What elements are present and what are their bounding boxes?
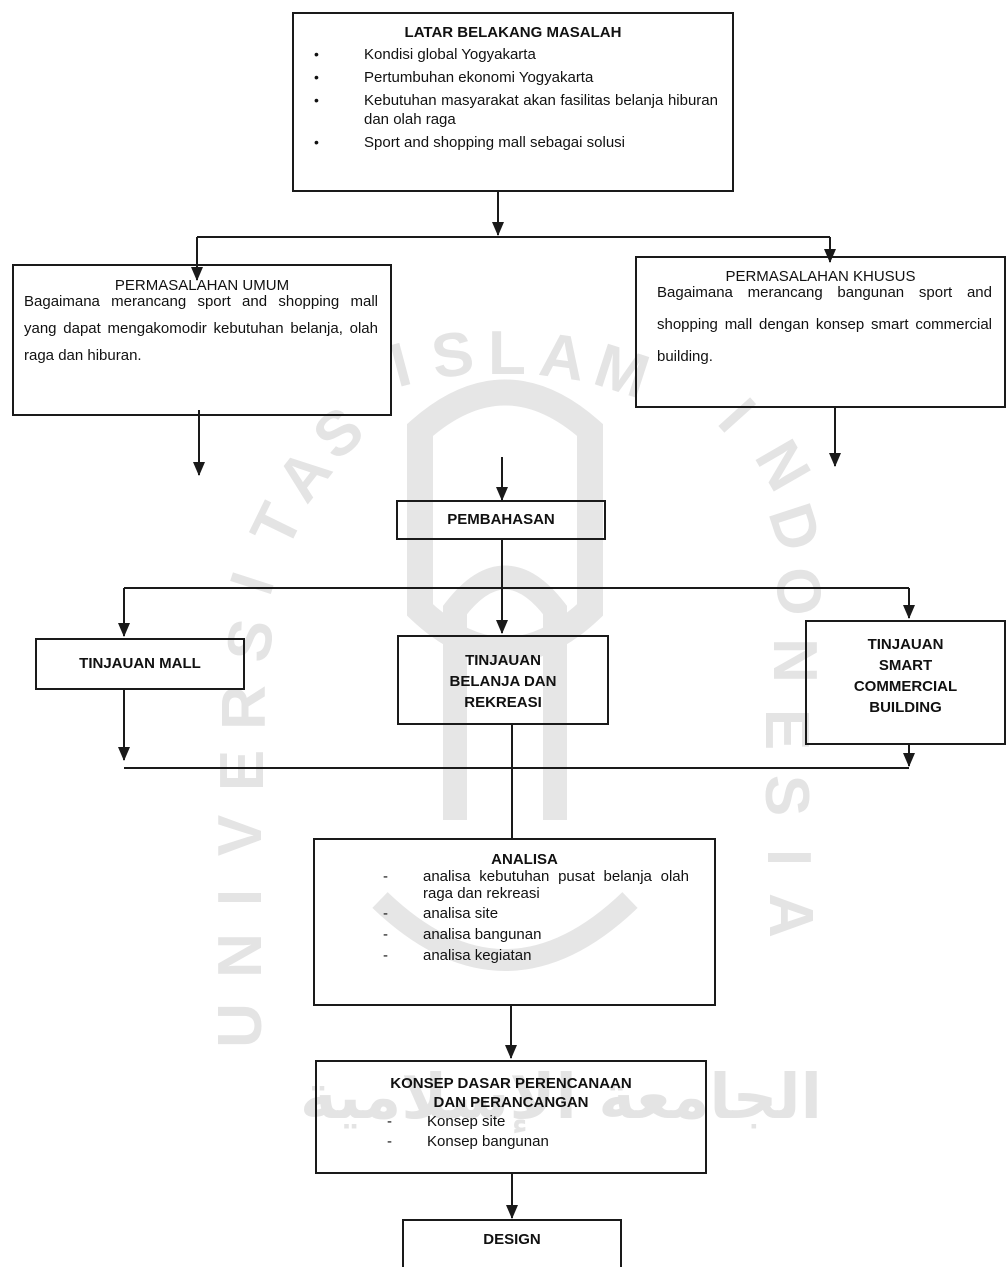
analisa-title: ANALISA xyxy=(491,851,558,868)
konsep-dasar-box: KONSEP DASAR PERENCANAAN DAN PERANCANGAN… xyxy=(315,1060,707,1174)
tinjauan-smart-box: TINJAUAN SMART COMMERCIAL BUILDING xyxy=(805,620,1006,745)
latar-belakang-box: LATAR BELAKANG MASALAH Kondisi global Yo… xyxy=(292,12,734,192)
permasalahan-khusus-title: PERMASALAHAN KHUSUS xyxy=(725,268,916,285)
permasalahan-umum-text: Bagaimana merancang sport and shopping m… xyxy=(24,293,378,364)
tinjauan-mall-box: TINJAUAN MALL xyxy=(35,638,245,690)
list-item: analisa bangunan xyxy=(383,925,689,944)
permasalahan-khusus-box: PERMASALAHAN KHUSUS Bagaimana merancang … xyxy=(635,256,1006,408)
konsep-dasar-line1: KONSEP DASAR PERENCANAAN xyxy=(390,1075,632,1092)
list-item: Pertumbuhan ekonomi Yogyakarta xyxy=(294,68,718,87)
list-item: analisa site xyxy=(383,904,689,923)
list-item: Kondisi global Yogyakarta xyxy=(294,45,718,64)
latar-belakang-list: Kondisi global Yogyakarta Pertumbuhan ek… xyxy=(294,45,732,152)
permasalahan-umum-box: PERMASALAHAN UMUM Bagaimana merancang sp… xyxy=(12,264,392,416)
analisa-list: analisa kebutuhan pusat belanja olah rag… xyxy=(383,868,689,965)
design-box: DESIGN xyxy=(402,1219,622,1267)
tinjauan-belanja-line3: REKREASI xyxy=(464,694,542,711)
list-item: Konsep site xyxy=(387,1112,705,1132)
tinjauan-mall-title: TINJAUAN MALL xyxy=(79,655,201,672)
list-item: analisa kegiatan xyxy=(383,946,689,965)
tinjauan-smart-line3: COMMERCIAL xyxy=(853,678,958,695)
tinjauan-belanja-box: TINJAUAN BELANJA DAN REKREASI xyxy=(397,635,609,725)
tinjauan-belanja-line1: TINJAUAN xyxy=(465,652,541,669)
list-item: Sport and shopping mall sebagai solusi xyxy=(294,133,718,152)
list-item: analisa kebutuhan pusat belanja olah rag… xyxy=(383,868,689,902)
permasalahan-khusus-text: Bagaimana merancang bangunan sport and s… xyxy=(657,284,992,365)
watermark-letter: L xyxy=(488,319,526,388)
permasalahan-umum-title: PERMASALAHAN UMUM xyxy=(114,277,290,294)
list-item: Konsep bangunan xyxy=(387,1132,705,1152)
pembahasan-title: PEMBAHASAN xyxy=(447,511,555,528)
tinjauan-smart-line1: TINJAUAN xyxy=(867,636,944,653)
tinjauan-smart-line4: BUILDING xyxy=(869,699,942,716)
konsep-dasar-list: Konsep site Konsep bangunan xyxy=(387,1112,705,1152)
latar-belakang-title: LATAR BELAKANG MASALAH xyxy=(404,24,622,41)
tinjauan-belanja-line2: BELANJA DAN xyxy=(449,673,557,690)
design-title: DESIGN xyxy=(483,1231,541,1248)
konsep-dasar-line2: DAN PERANCANGAN xyxy=(433,1094,589,1111)
analisa-box: ANALISA analisa kebutuhan pusat belanja … xyxy=(313,838,716,1006)
tinjauan-smart-line2: SMART xyxy=(878,657,933,674)
list-item: Kebutuhan masyarakat akan fasilitas bela… xyxy=(294,91,718,129)
pembahasan-box: PEMBAHASAN xyxy=(396,500,606,540)
